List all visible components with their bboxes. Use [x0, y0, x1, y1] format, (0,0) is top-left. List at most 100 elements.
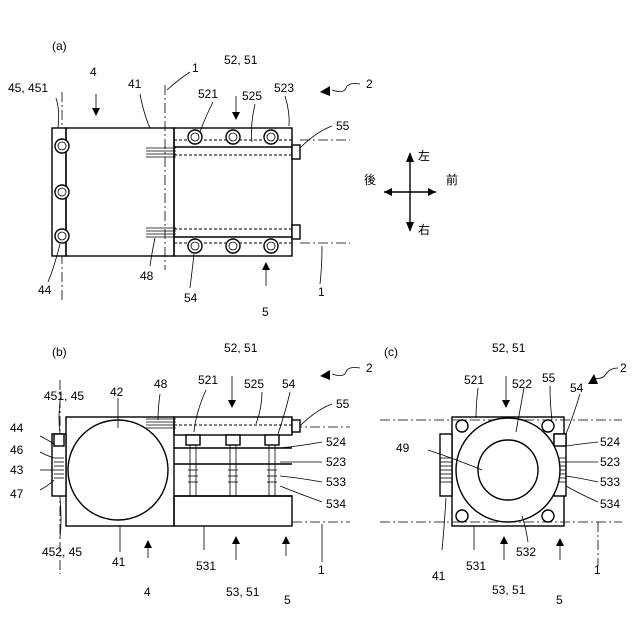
panel-a-leader-48 — [150, 238, 155, 266]
panel-a-bolt-icon-1 — [55, 139, 69, 153]
panel-b-label-531: 531 — [196, 559, 216, 573]
panel-c-label: (c) — [384, 345, 398, 359]
panel-a-bolt-icon-9 — [264, 239, 278, 253]
panel-b-label-525: 525 — [244, 377, 264, 391]
panel-a-leader-54 — [190, 254, 194, 288]
panel-a-pin-lower — [292, 225, 300, 239]
panel-c-label-523: 523 — [600, 455, 620, 469]
panel-a-label-521: 521 — [198, 87, 218, 101]
panel-c-leader-41 — [442, 498, 446, 550]
panel-b-leader-525 — [256, 392, 262, 424]
direction-arrow-front-icon — [428, 188, 436, 196]
panel-a-leader-1-top — [167, 72, 190, 90]
panel-c-arrowhead-53 — [500, 536, 508, 544]
panel-a-label-2: 2 — [366, 77, 373, 91]
direction-label-back: 後 — [364, 173, 376, 187]
panel-a-label-48: 48 — [140, 269, 154, 283]
panel-b-label-46: 46 — [10, 443, 24, 457]
panel-a-bolt-icon-5 — [226, 130, 240, 144]
panel-b-arrowhead-2 — [320, 370, 330, 380]
panel-b-label-451-45: 451, 45 — [44, 389, 84, 403]
direction-indicator: 左 右 後 前 — [364, 148, 458, 237]
panel-a-label-523: 523 — [274, 81, 294, 95]
direction-arrow-back-icon — [384, 188, 392, 196]
panel-a-leader-41 — [140, 94, 150, 128]
panel-c-leader-533 — [566, 476, 598, 482]
panel-c-arrowhead-52 — [502, 400, 510, 408]
panel-b-pin-55 — [292, 420, 300, 432]
panel-c-flange-right-cap — [554, 434, 566, 446]
panel-b-label-524: 524 — [326, 435, 346, 449]
panel-c-leader-524 — [566, 442, 598, 446]
panel-c-label-521: 521 — [464, 373, 484, 387]
panel-a-leader-45-451 — [56, 98, 59, 128]
panel-c-hole-icon-2 — [542, 420, 554, 432]
panel-c-label-54: 54 — [570, 381, 584, 395]
panel-b-label-1: 1 — [318, 563, 325, 577]
panel-a-label-45-451: 45, 451 — [8, 81, 48, 95]
panel-a-label-5: 5 — [262, 305, 269, 319]
panel-a-bolt-icon-3 — [55, 229, 69, 243]
panel-a-label-1-top: 1 — [192, 61, 199, 75]
panel-c-label-531: 531 — [466, 559, 486, 573]
panel-b-label-41: 41 — [112, 555, 126, 569]
panel-b-label-4: 4 — [144, 585, 151, 599]
panel-b-leader-534 — [280, 486, 322, 502]
panel-b-arrowhead-52 — [228, 400, 236, 408]
panel-c-label-522: 522 — [512, 377, 532, 391]
panel-a-arrowhead-2 — [320, 86, 330, 96]
panel-a-label-41: 41 — [128, 77, 142, 91]
panel-c-label-53-51: 53, 51 — [492, 583, 526, 597]
panel-c-hole-icon-3 — [456, 510, 468, 522]
panel-b-leader-533 — [280, 476, 322, 482]
panel-b-label-44: 44 — [10, 421, 24, 435]
panel-b-arrowhead-4 — [144, 540, 152, 548]
panel-b-bolt-3 — [265, 435, 279, 496]
panel-a-bolt-icon-8 — [226, 239, 240, 253]
panel-b-leader-521 — [194, 390, 206, 432]
panel-a-label: (a) — [52, 39, 67, 53]
panel-b-label-48: 48 — [154, 377, 168, 391]
panel-b-arrow-2 — [332, 368, 360, 376]
panel-a-pin-upper — [292, 145, 300, 159]
panel-b-label-523: 523 — [326, 455, 346, 469]
panel-c-label-524: 524 — [600, 435, 620, 449]
panel-b-leader-48 — [158, 394, 160, 420]
panel-b-label-2: 2 — [366, 361, 373, 375]
panel-b-leader-524 — [280, 442, 322, 448]
panel-b-label-521: 521 — [198, 373, 218, 387]
panel-c-label-534: 534 — [600, 497, 620, 511]
direction-arrow-right-icon — [406, 222, 414, 232]
panel-b-label-55: 55 — [336, 397, 350, 411]
panel-b-bolt-2 — [226, 435, 240, 496]
panel-b-threaded-rod — [146, 419, 176, 428]
panel-b-label-52-51: 52, 51 — [224, 341, 258, 355]
panel-c-end-view: (c) — [380, 341, 627, 607]
panel-b-label-47: 47 — [10, 487, 24, 501]
panel-a-leader-525 — [251, 104, 255, 142]
panel-b-leader-452-45 — [60, 498, 61, 538]
panel-a-label-1-bottom: 1 — [318, 285, 325, 299]
panel-a-threaded-rod-upper — [146, 148, 176, 157]
panel-a-label-44: 44 — [38, 283, 52, 297]
panel-a-label-4: 4 — [90, 65, 97, 79]
direction-label-right: 右 — [418, 222, 430, 237]
panel-a-arrow-2 — [332, 84, 360, 92]
panel-c-arrowhead-5 — [556, 538, 564, 546]
panel-b-label-5: 5 — [284, 593, 291, 607]
panel-a-label-525: 525 — [242, 89, 262, 103]
panel-c-label-55: 55 — [542, 371, 556, 385]
panel-a-leader-523 — [285, 96, 289, 126]
panel-b-bolt-1 — [186, 435, 200, 496]
panel-c-label-533: 533 — [600, 475, 620, 489]
panel-c-leader-55 — [550, 386, 552, 420]
panel-c-leader-534 — [566, 486, 598, 502]
panel-c-hole-icon-4 — [542, 510, 554, 522]
panel-c-leader-532 — [522, 516, 528, 542]
panel-c-label-41: 41 — [432, 569, 446, 583]
panel-c-label-5: 5 — [556, 593, 563, 607]
panel-b-label-54: 54 — [282, 377, 296, 391]
panel-c-hole-icon-1 — [456, 420, 468, 432]
panel-c-leader-54 — [566, 394, 580, 434]
